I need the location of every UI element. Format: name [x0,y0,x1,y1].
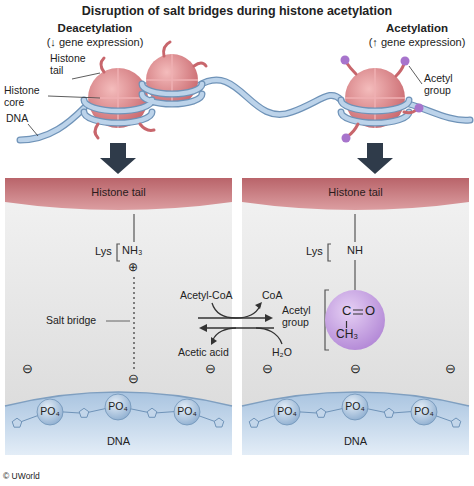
acetyl-ball [341,56,424,143]
band-fill [5,178,232,210]
chemical-group: NH [347,244,363,257]
reaction-arrow [198,303,282,344]
salt-bridge-line [133,277,134,370]
part-label: Acetyl group [424,72,470,96]
part-label: Histone core [4,84,48,108]
phosphate-sphere: PO₄ [37,399,63,425]
band-fill [5,392,232,455]
node-text: DNA [5,435,232,448]
sugar-ring [316,408,326,417]
part-label: Acetyl group [282,304,324,328]
node-text: CH₃ [336,328,358,342]
part-label: Histone tail [50,52,92,76]
charge-symbol: ⊖ [22,362,33,377]
charge-symbol: ⊖ [262,362,273,377]
sugar-ring [249,418,259,427]
effect-note: (↓ gene expression) [40,36,150,49]
product-label: Acetic acid [178,346,229,358]
process-heading: Deacetylation [40,22,150,35]
band-fill [242,392,469,455]
node-text: Histone tail [242,186,469,199]
sphere-fill [411,399,437,425]
process-heading: Acetylation [362,22,472,35]
effect-note: (↑ gene expression) [362,36,472,49]
acetyl-sphere: CO CH₃ [325,290,385,350]
reactant-label: Acetyl-CoA [180,289,233,301]
charge-symbol: ⊖ [205,362,216,377]
product-label: CoA [262,289,282,301]
node-text: C [342,304,351,319]
diagram-title: Disruption of salt bridges during histon… [0,4,474,18]
band-fill [242,178,469,210]
leader-line [106,321,130,322]
sphere-fill [105,394,131,420]
node-text: PO₄ [105,400,131,412]
histone-tail-band: Histone tail [242,178,469,210]
residue-label: Lys [95,245,112,258]
phosphate-sphere: PO₄ [411,399,437,425]
phosphate-sphere: PO₄ [342,394,368,420]
arrowhead [199,302,273,345]
phosphate-sphere: PO₄ [105,394,131,420]
sphere-fill [325,290,385,350]
node-text: DNA [242,435,469,448]
residue-label: Lys [306,245,323,258]
charge-symbol: ⊖ [445,362,456,377]
sphere-fill [274,399,300,425]
dna-band: DNA PO₄ PO₄ PO₄ [5,380,232,455]
sugar-ring [79,408,89,417]
right-panel [242,178,469,455]
nucleosome [88,54,405,128]
part-label: DNA [6,112,28,124]
phosphate-sphere: PO₄ [274,399,300,425]
dna-band: DNA PO₄ PO₄ PO₄ [242,380,469,455]
sugar-ring [12,418,22,427]
sugar-ring [451,418,461,427]
charge-symbol: ⊕ [128,261,138,275]
sugar-ring [214,418,224,427]
sphere-fill [37,399,63,425]
node-text: PO₄ [174,405,200,417]
node-text: PO₄ [342,400,368,412]
part-label: Salt bridge [46,314,96,326]
sugar-ring [147,408,157,417]
copyright-note: © UWorld [3,472,40,482]
charge-symbol: ⊖ [350,362,361,377]
chemical-group: NH₃ [122,244,142,257]
charge-symbol: ⊖ [128,372,139,387]
sphere-fill [174,399,200,425]
down-arrow [100,143,393,174]
phosphate-sphere: PO₄ [174,399,200,425]
node-text: PO₄ [411,405,437,417]
histone-tail [95,42,416,138]
sugar-ring [384,408,394,417]
histone-tail-band: Histone tail [5,178,232,210]
side-chain-line [117,214,355,350]
leader-line [28,66,422,136]
left-panel [5,178,232,455]
node-text: PO₄ [274,405,300,417]
node-text: PO₄ [37,405,63,417]
node-text: Histone tail [5,186,232,199]
sphere-fill [342,394,368,420]
reactant-label: H₂O [272,346,292,358]
dna-wrap [84,84,409,123]
node-text: O [365,304,375,319]
